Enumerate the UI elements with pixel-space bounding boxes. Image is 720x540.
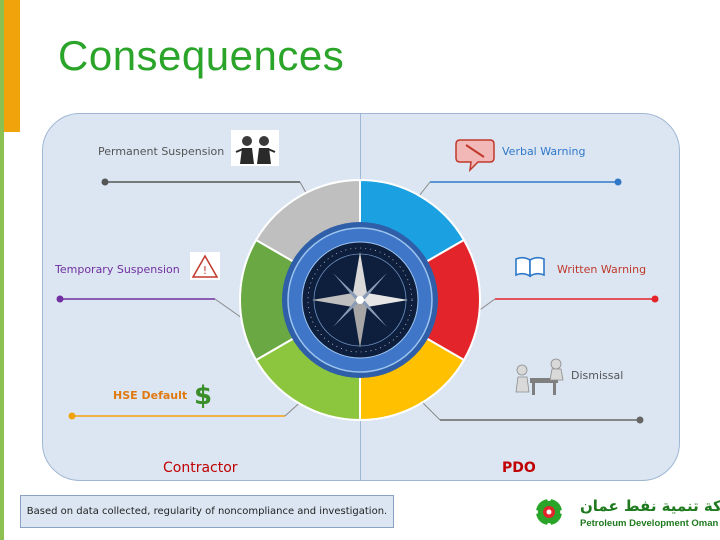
label-verbal-warning: Verbal Warning — [502, 145, 586, 158]
svg-text:$: $ — [194, 381, 212, 411]
pdo-logo-arabic: شركة تنمية نفط عمان — [580, 497, 720, 515]
slide-title: Consequences — [58, 32, 345, 79]
label-permanent-suspension: Permanent Suspension — [98, 145, 225, 158]
orange-accent-bar — [4, 0, 20, 132]
people-arguing-icon — [231, 130, 279, 166]
footnote-text: Based on data collected, regularity of n… — [26, 506, 388, 517]
temporary-suspension-dot — [56, 295, 64, 303]
speech-bubble-no-icon — [455, 139, 495, 173]
dismissal-dot — [636, 416, 644, 424]
verbal-warning-dot — [614, 178, 622, 186]
pdo-logo-icon — [534, 497, 564, 527]
footnote-box: Based on data collected, regularity of n… — [20, 495, 394, 528]
label-written-warning: Written Warning — [557, 263, 647, 276]
pdo-label: PDO — [502, 460, 536, 476]
label-temporary-suspension: Temporary Suspension — [55, 263, 180, 276]
compass-icon — [282, 222, 438, 378]
office-desk-figures-icon — [515, 358, 564, 395]
open-book-icon — [515, 256, 545, 278]
temporary-suspension-connector — [214, 298, 243, 319]
consequence-ring — [239, 178, 481, 422]
warning-triangle-icon: ! — [190, 252, 220, 280]
hse-default-dot — [68, 412, 76, 420]
dollar-sign-icon: $ — [194, 381, 212, 411]
svg-text:!: ! — [203, 264, 207, 277]
left-edge-bar — [0, 0, 4, 540]
permanent-suspension-dot — [101, 178, 109, 186]
written-warning-dot — [651, 295, 659, 303]
contractor-label: Contractor — [163, 460, 238, 476]
label-dismissal: Dismissal — [571, 369, 624, 382]
pdo-logo-name: Petroleum Development Oman — [580, 518, 719, 529]
label-hse-default: HSE Default — [113, 389, 188, 402]
dismissal-connector — [419, 399, 441, 421]
